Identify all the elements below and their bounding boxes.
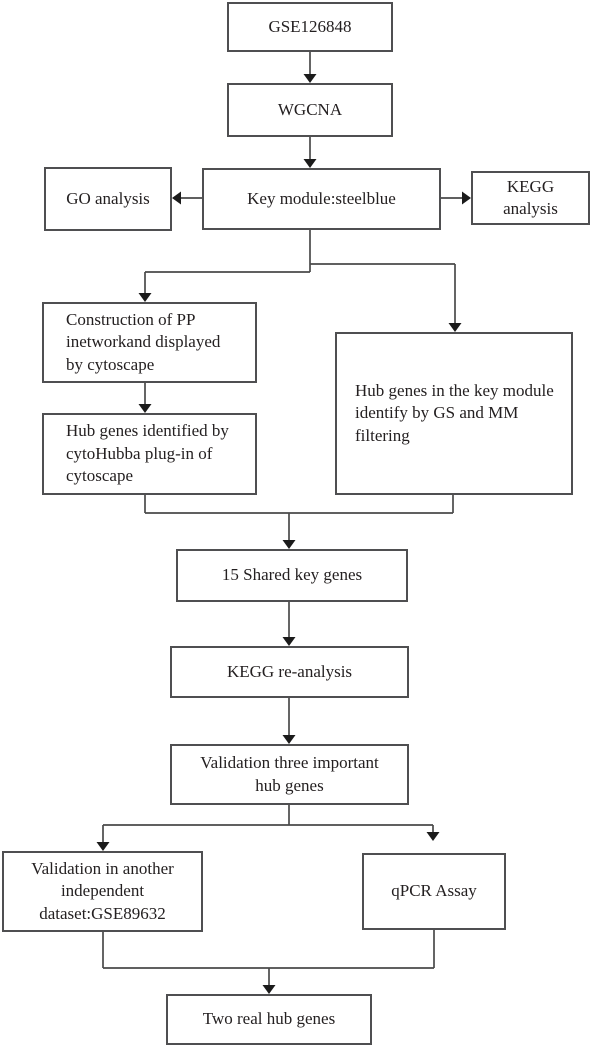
edge-key-module-go <box>172 191 202 205</box>
node-ppi-construction: Construction of PP inetworkand displayed… <box>42 302 257 383</box>
node-label: WGCNA <box>277 99 343 119</box>
node-shared-key-genes: 15 Shared key genes <box>176 549 408 602</box>
node-qpcr-assay: qPCR Assay <box>362 853 506 930</box>
node-label: Key module:steelblue <box>247 188 396 208</box>
edge-wgcna-key-module <box>303 137 317 168</box>
node-validation-dataset: Validation in another independent datase… <box>2 851 203 932</box>
edge-shared-keggre <box>282 602 296 646</box>
edge-keggre-validation <box>282 698 296 744</box>
node-label: KEGG re-analysis <box>226 661 353 681</box>
node-label: Validation three important hub genes <box>200 753 379 795</box>
node-kegg-reanalysis: KEGG re-analysis <box>170 646 409 698</box>
node-kegg-analysis: KEGG analysis <box>471 171 590 225</box>
node-label: 15 Shared key genes <box>221 565 363 585</box>
edge-validation-split <box>96 805 440 851</box>
node-label: Construction of PP inetworkand displayed… <box>66 309 221 374</box>
node-key-module: Key module:steelblue <box>202 168 441 230</box>
edge-merge-shared-genes <box>144 495 454 549</box>
node-validation-hub-genes: Validation three important hub genes <box>170 744 409 805</box>
edge-merge-two-real <box>102 930 435 994</box>
edge-key-module-kegg <box>441 191 471 205</box>
edge-key-module-split <box>138 230 462 332</box>
edge-gse126848-wgcna <box>303 52 317 83</box>
node-label: Hub genes in the key module identify by … <box>355 380 554 445</box>
node-label: Validation in another independent datase… <box>31 858 174 923</box>
node-cytohubba: Hub genes identified by cytoHubba plug-i… <box>42 413 257 495</box>
node-label: Two real hub genes <box>202 1009 336 1029</box>
node-label: qPCR Assay <box>391 881 477 901</box>
node-label: KEGG analysis <box>503 176 558 218</box>
node-go-analysis: GO analysis <box>44 167 172 231</box>
node-wgcna: WGCNA <box>227 83 393 137</box>
node-label: GO analysis <box>66 188 150 208</box>
node-gs-mm-filtering: Hub genes in the key module identify by … <box>335 332 573 495</box>
node-label: Hub genes identified by cytoHubba plug-i… <box>66 421 229 486</box>
node-two-real-hub-genes: Two real hub genes <box>166 994 372 1045</box>
edge-ppi-cytohubba <box>138 383 152 413</box>
node-label: GSE126848 <box>268 16 352 36</box>
node-gse126848: GSE126848 <box>227 2 393 52</box>
